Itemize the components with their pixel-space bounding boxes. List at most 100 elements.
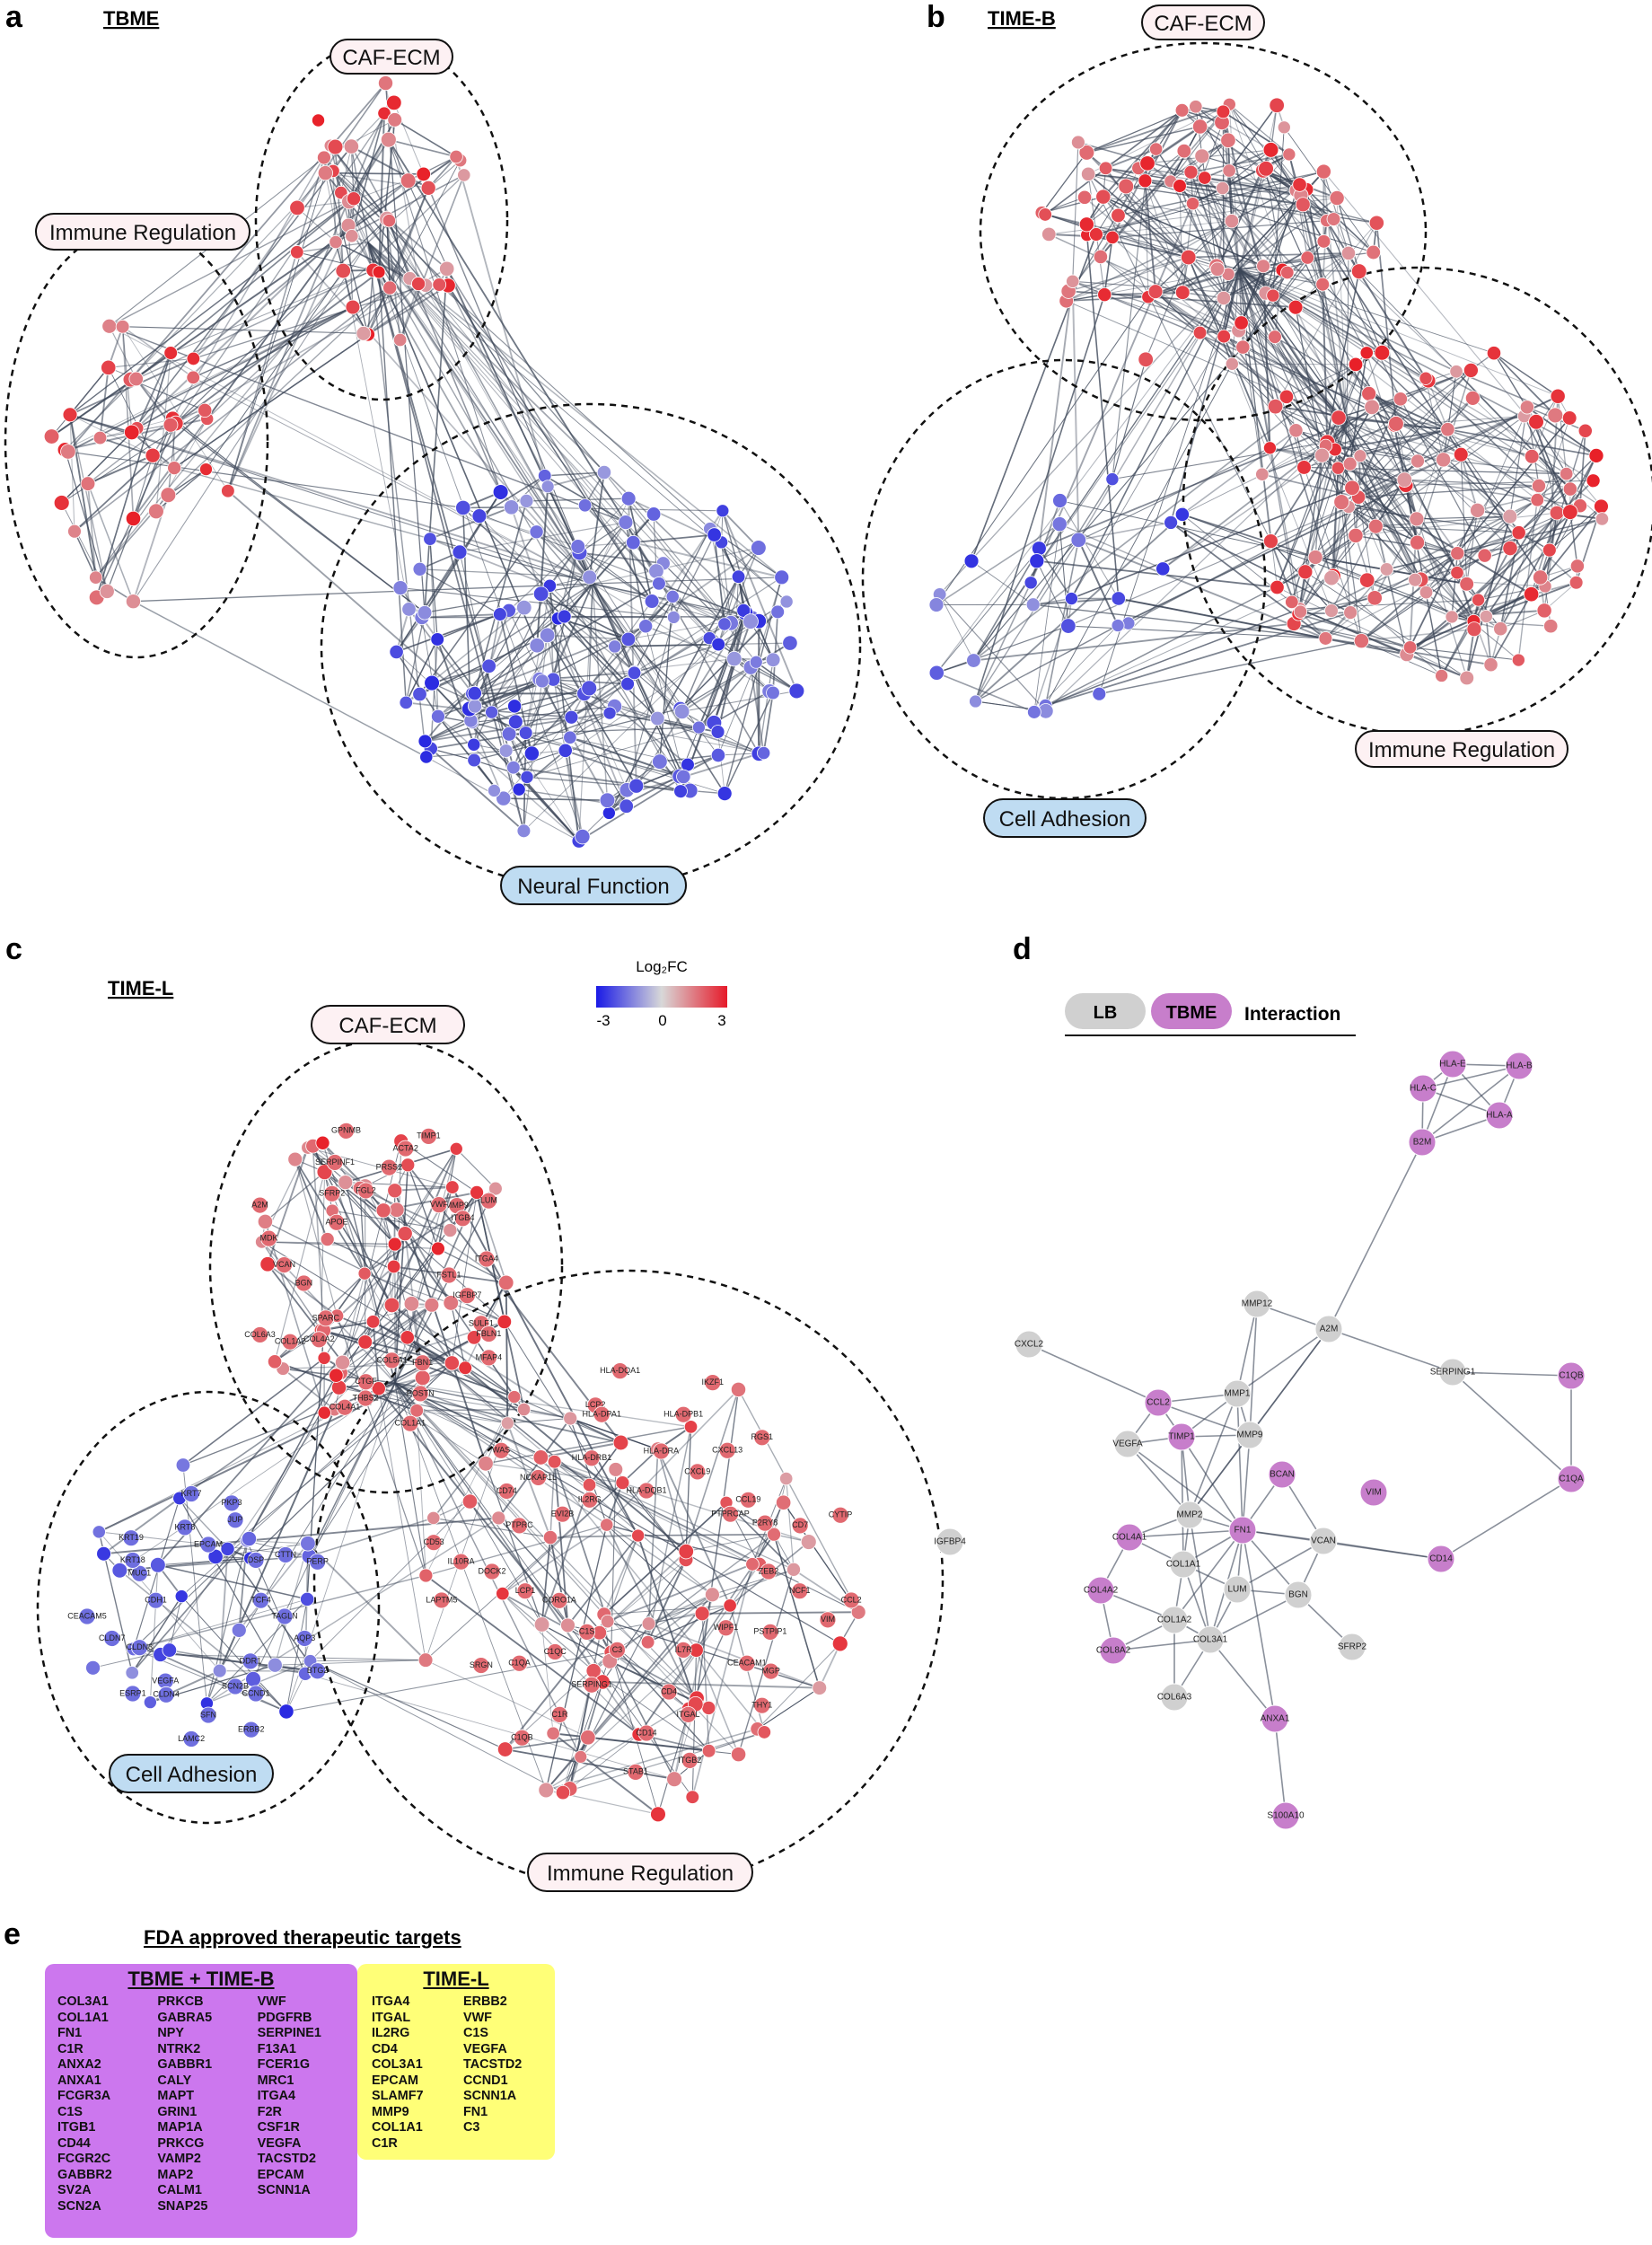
gene-node [1076, 189, 1093, 205]
network-edge [1393, 415, 1525, 427]
network-edge [136, 306, 354, 429]
gene-node [496, 1314, 513, 1330]
network-edge [408, 156, 457, 181]
network-edge [382, 1210, 424, 1378]
target-gene: VAMP2 [157, 2152, 201, 2166]
network-edge [1386, 518, 1603, 570]
network-edge [1336, 198, 1348, 423]
target-gene: GRIN1 [157, 2104, 198, 2119]
network-edge [367, 242, 760, 622]
network-edge [119, 1570, 254, 1680]
network-edge [394, 1186, 453, 1192]
network-edge [1112, 1639, 1211, 1651]
network-edge [479, 475, 546, 517]
gene-label: DDR1 [240, 1656, 262, 1665]
network-edge [1456, 416, 1525, 573]
network-edge [721, 510, 798, 691]
gene-label: BTG2 [307, 1666, 329, 1675]
gene-node [1324, 603, 1339, 618]
network-edge [536, 486, 549, 646]
network-edge [721, 541, 774, 660]
network-edge [1518, 489, 1571, 533]
gene-node [377, 106, 391, 120]
network-edge [1231, 363, 1416, 580]
gene-node [580, 1730, 596, 1746]
panel-label-a: a [5, 0, 23, 34]
network-edge [698, 612, 747, 728]
gene-node [928, 597, 945, 612]
network-edge [1348, 506, 1421, 580]
gene-label: THBS2 [353, 1393, 379, 1402]
interaction-node [1235, 1421, 1264, 1449]
network-edge [1366, 352, 1448, 430]
network-edge [160, 1653, 287, 1712]
interaction-node-label: C1QB [1559, 1371, 1584, 1381]
gene-node [620, 631, 637, 647]
network-edge [1204, 149, 1271, 179]
cluster-label-text: Cell Adhesion [126, 1763, 258, 1787]
gene-node [62, 407, 78, 423]
gene-node [1198, 171, 1212, 185]
network-edge [1325, 220, 1427, 379]
network-edge [713, 658, 735, 724]
interaction-node [1223, 1575, 1252, 1604]
interaction-node [1309, 1527, 1338, 1555]
gene-label: FGL2 [356, 1185, 376, 1194]
interaction-node [1167, 1422, 1196, 1451]
target-gene: COL3A1 [57, 1994, 109, 2009]
network-edge [1170, 269, 1240, 524]
target-gene: IL2RG [372, 2026, 410, 2040]
network-edge [1346, 421, 1377, 527]
gene-node [1262, 142, 1279, 158]
gene-label: GPNMB [331, 1126, 361, 1135]
network-edge [1375, 515, 1510, 527]
gene-node [276, 1256, 293, 1273]
network-edge [1182, 442, 1328, 515]
gene-node [1331, 461, 1345, 475]
network-edge [1238, 269, 1332, 578]
gene-node [412, 686, 427, 702]
gene-node [1550, 388, 1566, 404]
interaction-node [1557, 1361, 1586, 1390]
network-edge [1155, 291, 1201, 334]
gene-node [596, 464, 612, 480]
gene-label: PERP [306, 1557, 329, 1566]
gene-label: C1QB [511, 1733, 533, 1742]
network-edge [571, 717, 764, 753]
network-edge [974, 582, 1032, 702]
network-edge [637, 1535, 697, 1705]
network-edge [367, 242, 732, 624]
network-edge [569, 1734, 639, 1790]
network-edge [485, 1463, 543, 1625]
target-gene: PRKCB [157, 1994, 204, 2009]
network-edge [133, 583, 593, 603]
network-edge [772, 612, 779, 693]
gene-node [1081, 166, 1096, 181]
gene-label: APOE [325, 1218, 347, 1227]
network-edge [1070, 269, 1240, 599]
network-edge [1358, 485, 1540, 498]
gene-node [176, 1519, 194, 1536]
network-edge [592, 583, 732, 624]
gene-node [1217, 329, 1231, 344]
network-edge [364, 1272, 424, 1378]
gene-node [496, 1586, 510, 1601]
network-edge [1192, 203, 1218, 269]
network-edge [388, 139, 627, 524]
interaction-node [1261, 1704, 1289, 1733]
network-edge [1305, 571, 1467, 679]
gene-node [148, 503, 164, 520]
gene-label: FBLN1 [476, 1329, 501, 1338]
interaction-node [1268, 1460, 1296, 1489]
interaction-node [1099, 1636, 1128, 1665]
gene-node [1138, 173, 1153, 189]
gene-label: VIM [821, 1615, 835, 1624]
gene-node [969, 694, 982, 709]
network-edge [491, 678, 540, 713]
gene-node [1466, 621, 1482, 638]
gene-label: IGFBP7 [453, 1290, 481, 1299]
gene-node [281, 1333, 299, 1351]
network-edge [1238, 269, 1277, 407]
gene-node [1180, 249, 1197, 266]
network-edge [1322, 171, 1602, 507]
